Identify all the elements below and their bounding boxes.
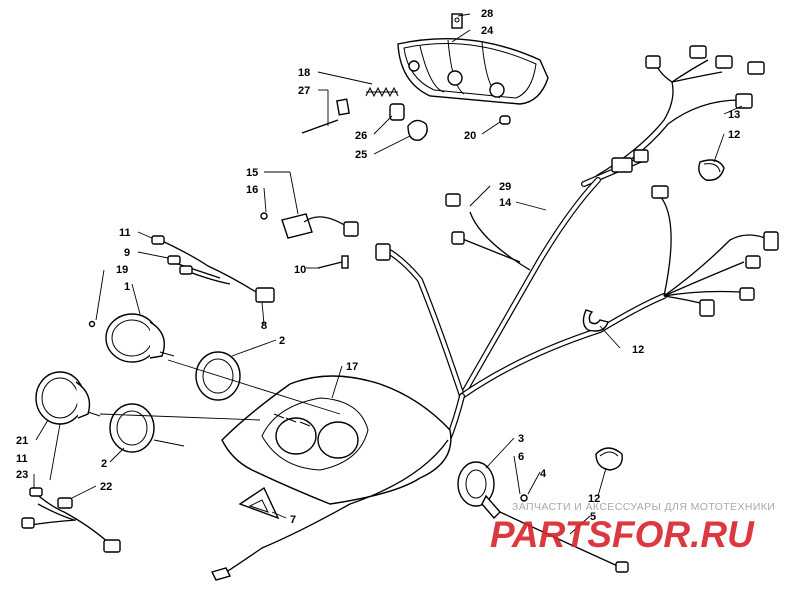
upper-right-harness	[581, 45, 765, 187]
callout-4: 4	[540, 468, 547, 480]
callout-16: 16	[246, 184, 258, 196]
callout-8: 8	[261, 320, 267, 332]
callout-27: 27	[298, 85, 310, 97]
speedometer	[88, 313, 175, 363]
adjuster-spring	[365, 86, 399, 98]
callout-21: 21	[16, 435, 28, 447]
watermark-tagline: ЗАПЧАСТИ И АКСЕССУАРЫ ДЛЯ МОТОТЕХНИКИ	[512, 501, 775, 513]
watermark: ЗАПЧАСТИ И АКСЕССУАРЫ ДЛЯ МОТОТЕХНИКИ PA…	[490, 501, 775, 555]
speedometer-harness	[151, 235, 275, 303]
callout-20: 20	[464, 130, 476, 142]
callout-12-lower: 12	[588, 493, 600, 505]
callout-3: 3	[518, 433, 524, 445]
callout-15: 15	[246, 167, 258, 179]
callout-labels: 28 24 18 27 26 25 20 13 12 15 16 10 29 1…	[16, 8, 740, 526]
clamp-upper	[698, 159, 725, 181]
bulb-socket	[389, 103, 405, 121]
callout-5: 5	[590, 511, 596, 523]
leader-lines	[33, 13, 743, 535]
clamp-mid	[582, 309, 609, 332]
callout-11-upper: 11	[119, 227, 131, 239]
clamp-lower	[595, 447, 623, 471]
callout-25: 25	[355, 149, 367, 161]
callout-23: 23	[16, 469, 28, 481]
callout-28: 28	[481, 8, 493, 20]
tachometer-harness	[21, 487, 121, 553]
callout-6: 6	[518, 451, 524, 463]
callout-14: 14	[499, 197, 512, 209]
callout-12-mid: 12	[632, 344, 644, 356]
callout-2-upper: 2	[279, 335, 285, 347]
callout-26: 26	[355, 130, 367, 142]
watermark-logo: PARTSFOR.RU	[490, 514, 755, 555]
bezel-ring-lower	[109, 403, 155, 453]
main-wiring-harness	[375, 177, 779, 443]
grommet	[407, 119, 428, 141]
callout-11-lower: 11	[16, 453, 28, 465]
adjuster-screw	[301, 98, 350, 134]
bulb	[499, 115, 511, 125]
callout-2-lower: 2	[101, 458, 107, 470]
callout-18: 18	[298, 67, 310, 79]
callout-1: 1	[124, 281, 130, 293]
clip-bracket	[451, 13, 463, 29]
callout-24: 24	[481, 25, 494, 37]
warning-label	[238, 486, 280, 520]
callout-22: 22	[100, 481, 112, 493]
headlight-assembly	[397, 37, 549, 105]
callout-29: 29	[499, 181, 511, 193]
callout-10: 10	[294, 264, 306, 276]
callout-7: 7	[290, 514, 296, 526]
switch-bracket	[260, 212, 359, 269]
speedometer-cable	[210, 439, 629, 581]
callout-17: 17	[346, 361, 358, 373]
callout-9: 9	[124, 247, 130, 259]
callout-13: 13	[728, 109, 740, 121]
callout-19: 19	[116, 264, 128, 276]
callout-12-upper: 12	[728, 129, 740, 141]
instrument-panel	[221, 375, 452, 505]
tachometer	[35, 371, 101, 425]
